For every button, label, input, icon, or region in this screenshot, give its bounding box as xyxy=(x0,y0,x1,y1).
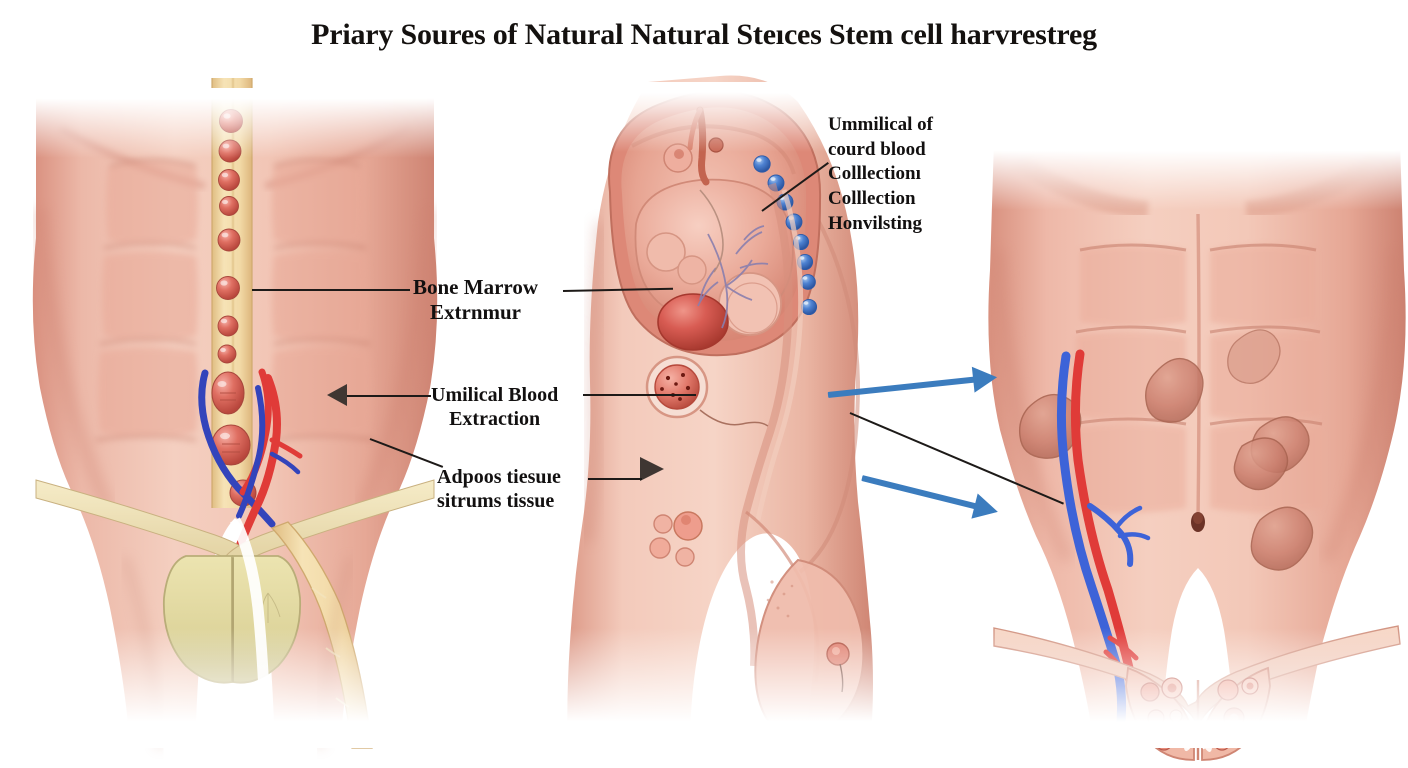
bone-marrow-figure xyxy=(0,78,470,749)
label-bone-marrow-line1: Bone Marrow xyxy=(413,275,539,299)
label-cord-collection-line4: Colllection xyxy=(828,188,916,210)
label-cord-collection-line2: courd blood xyxy=(828,138,926,160)
label-umbilical-blood-line1: Umilical Blood xyxy=(431,384,559,406)
leader-line-umbilical-right xyxy=(583,394,696,396)
label-cord-collection-line1: Ummilical of xyxy=(828,114,934,135)
leader-line-adipose-middle xyxy=(588,478,642,480)
label-cord-collection: Ummilical of courd blood Colllectionı Co… xyxy=(828,113,933,236)
label-adipose-tissue-line2: sitrums tissue xyxy=(437,489,555,512)
label-adipose-tissue-line1: Adpoos tiesuıe xyxy=(437,466,561,488)
cell-extraction-callout xyxy=(645,355,769,427)
leader-line-bone-marrow xyxy=(252,289,410,291)
label-cord-collection-line5: Honvіlsting xyxy=(828,212,922,234)
label-bone-marrow: Bone Marrow Extrnmur xyxy=(413,275,538,325)
page-title: Priary Soures of Natural Natural Steıces… xyxy=(311,18,1097,51)
label-umbilical-blood: Umilical Blood Extraction xyxy=(431,384,558,431)
adipose-patch-group xyxy=(1018,329,1314,571)
adipose-tissue-figure xyxy=(960,140,1408,761)
leader-line-umbilical-left xyxy=(345,395,431,397)
label-bone-marrow-line2: Extrnmur xyxy=(430,299,521,324)
label-cord-collection-line3: Colllectionı xyxy=(828,163,921,185)
arrowhead-umbilical-left xyxy=(327,384,347,406)
label-adipose-tissue: Adpoos tiesuıe sitrums tissue xyxy=(437,466,561,513)
adipose-cell-group xyxy=(649,511,703,567)
label-umbilical-blood-line2: Extraction xyxy=(449,407,541,430)
arrowhead-adipose-middle xyxy=(640,457,664,481)
